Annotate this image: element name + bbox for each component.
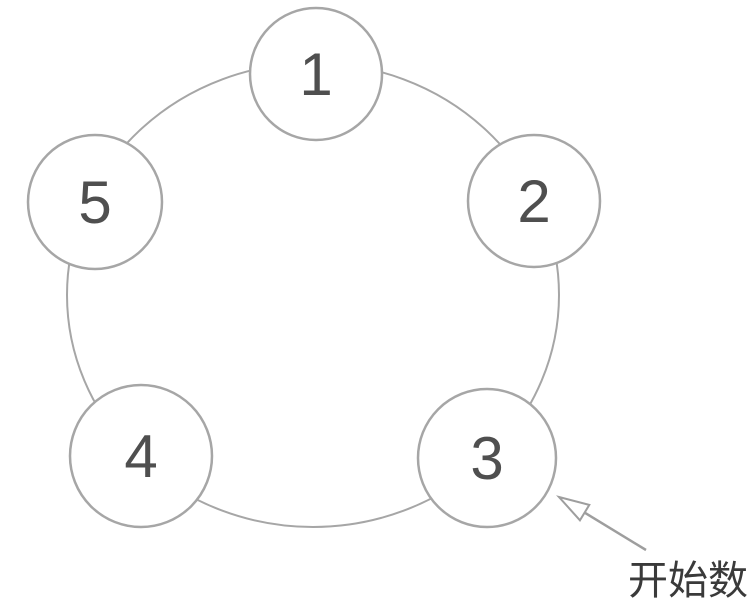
annotation: 开始数 — [556, 495, 748, 603]
annotation-arrowhead-icon — [556, 495, 591, 522]
node-1: 1 — [248, 6, 384, 142]
node-5-circle — [26, 133, 164, 271]
node-2-label: 2 — [517, 168, 550, 235]
node-1-label: 1 — [299, 41, 332, 108]
node-3: 3 — [416, 387, 558, 529]
node-4-circle — [68, 383, 214, 529]
node-3-circle — [416, 387, 558, 529]
annotation-arrow-shaft — [573, 505, 647, 552]
node-5-label: 5 — [78, 169, 111, 236]
node-5: 5 — [26, 133, 164, 271]
annotation-label: 开始数 — [628, 558, 748, 603]
node-2-circle — [466, 133, 602, 269]
node-1-circle — [248, 6, 384, 142]
node-4: 4 — [68, 383, 214, 529]
node-2: 2 — [466, 133, 602, 269]
node-3-label: 3 — [470, 425, 503, 492]
node-4-label: 4 — [124, 423, 157, 490]
